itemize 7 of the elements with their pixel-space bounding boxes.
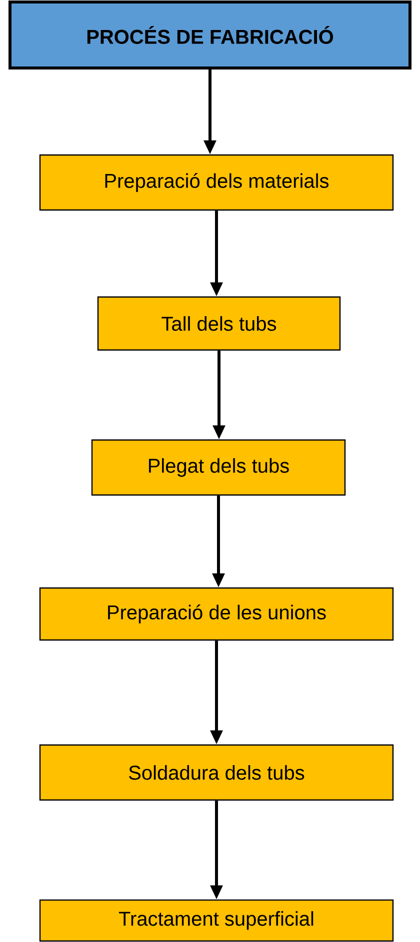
process-box: Plegat dels tubs xyxy=(91,439,346,496)
process-box: Tall dels tubs xyxy=(97,296,341,351)
process-box: Soldadura dels tubs xyxy=(39,744,394,801)
process-box: Preparació dels materials xyxy=(39,154,394,211)
process-box: Tractament superficial xyxy=(39,899,394,942)
process-box: Preparació de les unions xyxy=(39,587,394,641)
title-box: PROCÉS DE FABRICACIÓ xyxy=(8,0,412,70)
